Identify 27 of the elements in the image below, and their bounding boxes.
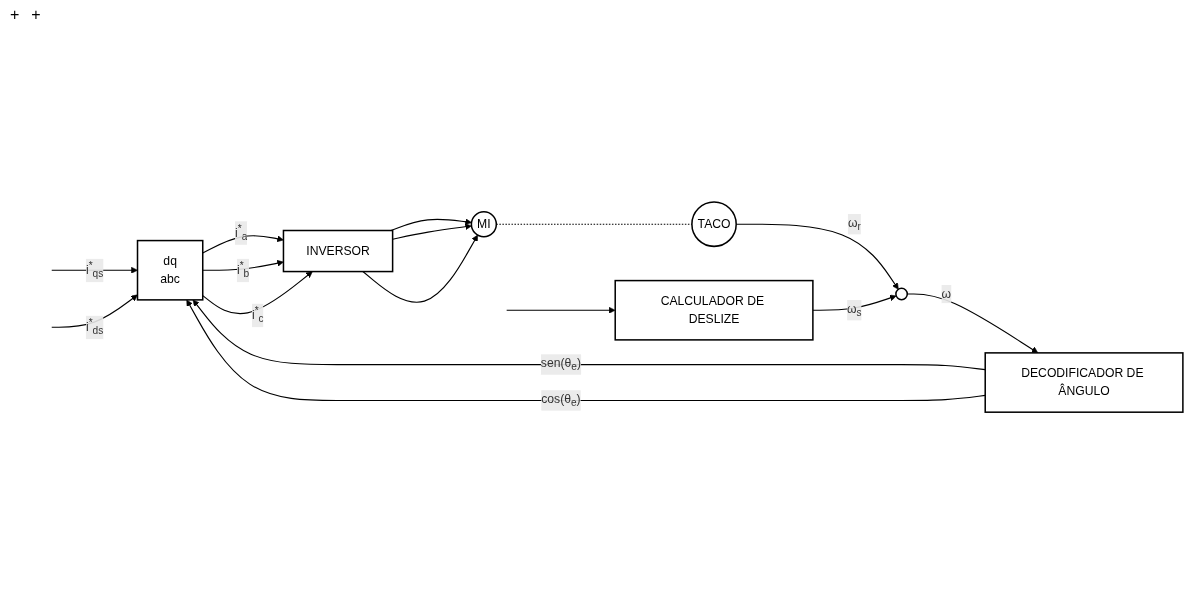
sign-label: + [31,6,41,23]
arrow [51,267,138,274]
arrow [202,260,284,272]
arrow [51,294,138,329]
arrow [390,218,472,232]
node-box: INVERSOR [282,230,394,273]
edge-label: ω$_{s}$ [847,302,862,319]
arrow [202,235,284,254]
node-box: CALCULADOR DE DESLIZE [614,280,814,341]
arrow [812,295,897,312]
arrow [392,223,472,241]
node-box: dq abc [136,240,204,301]
arrow [202,271,313,315]
node-circle: MI [470,211,498,238]
edge-label: ω$_{r}$ [847,216,861,233]
arrow [906,293,1039,354]
arrow [186,299,986,402]
arrow [506,307,616,314]
edge-label: cos(θ$_{e}$) [541,392,581,409]
node-circle [895,287,909,301]
arrow [362,235,478,304]
edge-label: sen(θ$_{e}$) [540,356,581,374]
node-circle: TACO [691,201,737,248]
arrow [192,299,986,371]
node-box: DECODIFICADOR DE ÂNGULO [984,352,1184,414]
sign-label: + [10,6,20,23]
edge-label: ω [941,287,951,301]
